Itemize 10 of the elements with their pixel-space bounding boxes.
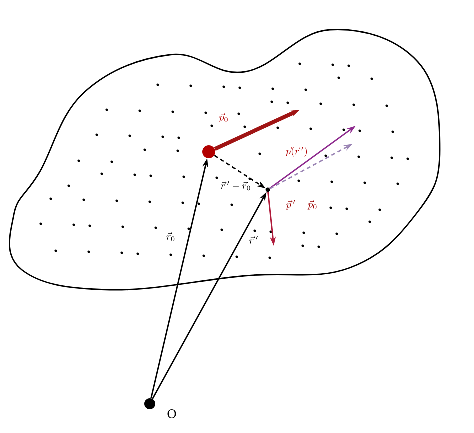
vector-label: $\vec{p}_0$ bbox=[218, 112, 230, 124]
point bbox=[266, 188, 270, 192]
vector-label: $\vec{r}_0$ bbox=[166, 232, 176, 242]
vector-label: $\vec{r}\,'$ bbox=[248, 235, 260, 245]
vector-label: $\vec{p}(\vec{r}\,')$ bbox=[284, 146, 310, 158]
vector-label: $\vec{r}\,'-\vec{r}_0$ bbox=[220, 180, 252, 192]
point-label: O bbox=[168, 409, 176, 419]
vector-label: $\vec{p}\,'-\vec{p}_0$ bbox=[285, 199, 319, 211]
point bbox=[202, 146, 216, 158]
point bbox=[144, 398, 156, 410]
